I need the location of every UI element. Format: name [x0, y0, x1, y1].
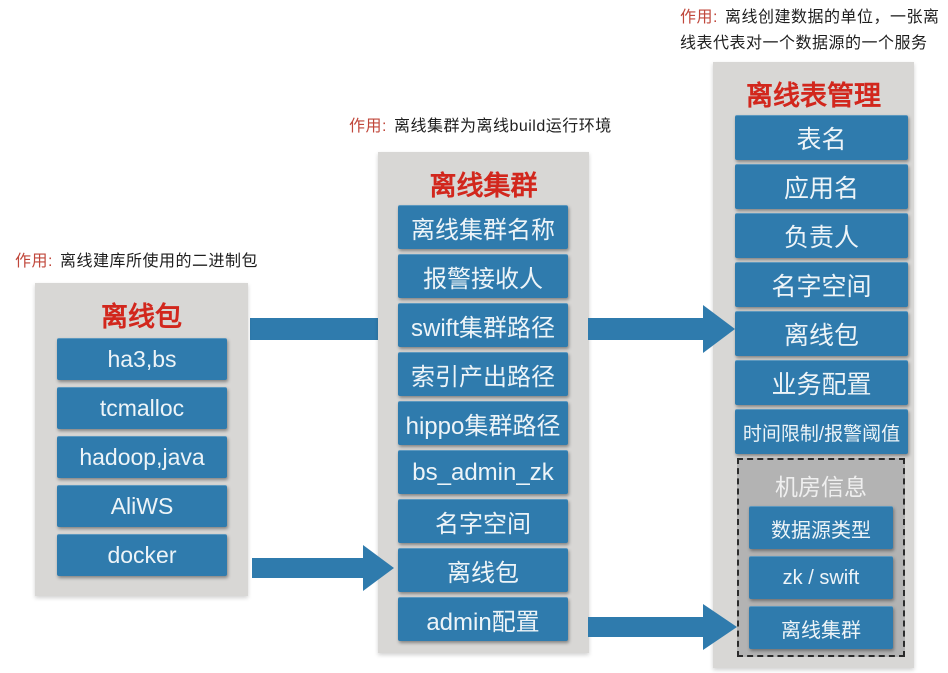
field-box: hippo集群路径 — [398, 401, 568, 445]
field-box: zk / swift — [749, 556, 893, 599]
field-box: 业务配置 — [735, 360, 908, 405]
field-box: 离线包 — [735, 311, 908, 356]
arrow-cluster-to-table-head — [703, 604, 737, 650]
arrow-package-to-table-head — [703, 305, 735, 353]
field-box: tcmalloc — [57, 387, 227, 429]
field-box: docker — [57, 534, 227, 576]
field-box: 名字空间 — [398, 499, 568, 543]
offline-cluster-field-list: 离线集群名称报警接收人 swift集群路径索引产出路径 hippo集群路径 bs_ad… — [398, 205, 568, 641]
annotation-offline-package: 作用: 离线建库所使用的二进制包 — [15, 249, 258, 275]
annotation-label: 作用: — [680, 9, 718, 26]
datacenter-info-field-list: 数据源类型 zk / swift 离线集群 — [749, 506, 893, 649]
field-box: 索引产出路径 — [398, 352, 568, 396]
subgroup-title-datacenter-info: 机房信息 — [775, 474, 867, 500]
subgroup-datacenter-info: 机房信息 数据源类型 zk / swift 离线集群 — [737, 458, 905, 657]
field-box: bs_admin_zk — [398, 450, 568, 494]
field-box: 名字空间 — [735, 262, 908, 307]
annotation-text: 离线创建数据的单位，一张离线表代表对一个数据源的一个服务 — [680, 9, 940, 52]
annotation-label: 作用: — [15, 253, 53, 270]
annotation-text: 离线建库所使用的二进制包 — [59, 253, 258, 270]
panel-offline-table: 离线表管理 表名应用名负责人名字空间离线包业务配置时间限制/报警阈值 机房信息 … — [713, 62, 914, 668]
field-box: ha3,bs — [57, 338, 227, 380]
annotation-label: 作用: — [349, 118, 387, 135]
panel-title-offline-table: 离线表管理 — [746, 81, 881, 111]
annotation-text: 离线集群为离线build运行环境 — [393, 118, 612, 135]
arrow-package-to-cluster-head — [363, 545, 394, 591]
annotation-offline-cluster: 作用: 离线集群为离线build运行环境 — [349, 114, 612, 140]
panel-offline-cluster: 离线集群 离线集群名称报警接收人 swift集群路径索引产出路径 hippo集群路径… — [378, 152, 589, 653]
field-box: 离线包 — [398, 548, 568, 592]
panel-title-offline-package: 离线包 — [101, 302, 182, 332]
arrow-cluster-to-table-shaft — [588, 617, 704, 637]
field-box: 报警接收人 — [398, 254, 568, 298]
field-box: hadoop,java — [57, 436, 227, 478]
arrow-package-to-cluster-shaft — [252, 558, 364, 578]
field-box: admin配置 — [398, 597, 568, 641]
panel-title-offline-cluster: 离线集群 — [429, 171, 538, 201]
field-box: 应用名 — [735, 164, 908, 209]
annotation-offline-table: 作用:离线创建数据的单位，一张离线表代表对一个数据源的一个服务 — [680, 5, 944, 57]
field-box: 离线集群名称 — [398, 205, 568, 249]
field-box: swift集群路径 — [398, 303, 568, 347]
field-box: 表名 — [735, 115, 908, 160]
field-box: 离线集群 — [749, 606, 893, 649]
arrow-package-to-table-shaft — [588, 318, 704, 340]
field-box: 数据源类型 — [749, 506, 893, 549]
field-box: 时间限制/报警阈值 — [735, 409, 908, 454]
field-box: 负责人 — [735, 213, 908, 258]
field-box: AliWS — [57, 485, 227, 527]
offline-table-field-list: 表名应用名负责人名字空间离线包业务配置时间限制/报警阈值 — [735, 115, 908, 454]
